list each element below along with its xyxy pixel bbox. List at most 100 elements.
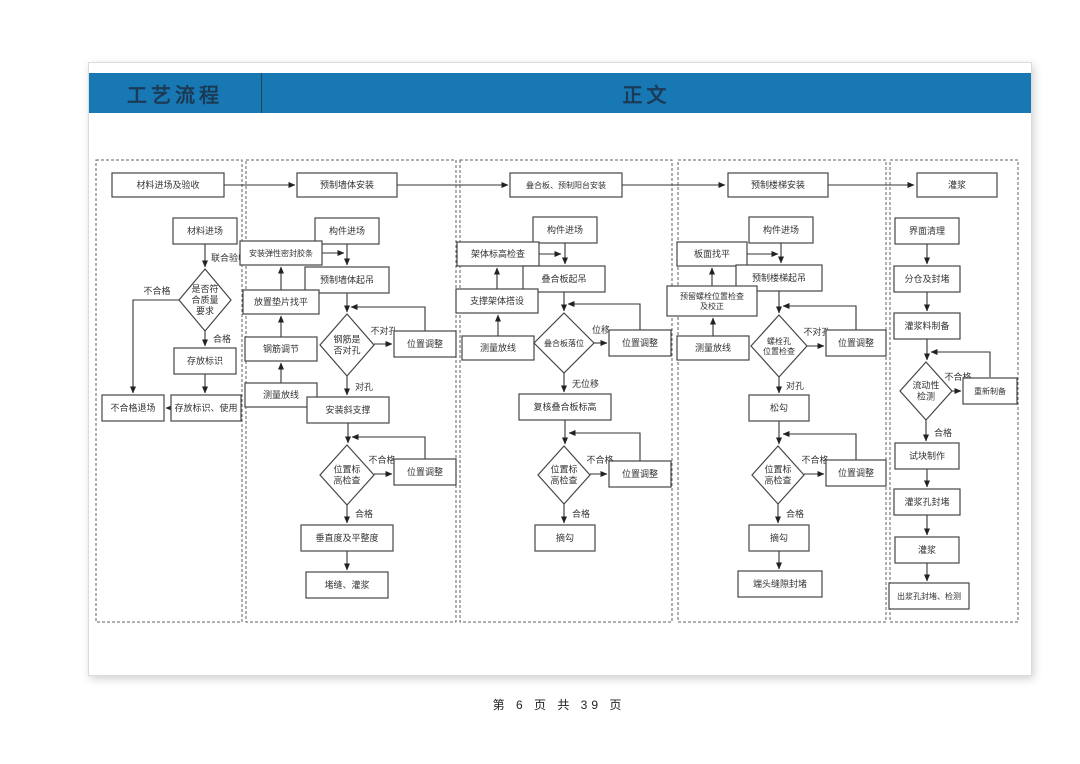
flow-node-label-c2-pos-adjust-1: 位置调整	[407, 338, 443, 349]
document-page: 工艺流程 正文	[88, 62, 1032, 676]
flow-node-c2-component-entry	[314, 217, 380, 245]
flow-node-c4-component-entry	[748, 216, 814, 244]
flow-node-label-c4-stair-lift: 预制楼梯起吊	[752, 272, 806, 283]
flow-node-label-c2-wall-lift: 预制墙体起吊	[320, 274, 374, 285]
flow-node-c3-slab-position	[533, 312, 595, 374]
flow-node-c2-verticality	[300, 524, 394, 552]
flow-node-label-c3-recheck-elev: 复核叠合板标高	[533, 401, 596, 412]
flow-node-c1-storage-mark	[173, 347, 237, 375]
flow-node-c5-test-block	[894, 442, 960, 470]
flow-node-label-c1-storage-mark: 存放标识	[187, 355, 223, 366]
flow-edge-18	[351, 434, 426, 459]
flow-node-label-c3-support-frame: 支撑架体搭设	[470, 295, 524, 306]
flow-node-label-c1-quality-check: 是否符合质量要求	[191, 283, 218, 316]
flow-node-label-c4-surface-level: 板面找平	[694, 248, 730, 259]
flow-node-c1-material-entry	[172, 217, 238, 245]
flow-node-c5-title	[916, 172, 998, 198]
flow-node-label-c2-seal-strip: 安装弹性密封胶条	[249, 248, 313, 258]
flow-node-label-c3-elevation-check: 位置标高检查	[550, 464, 577, 486]
flow-node-c3-title	[509, 172, 623, 198]
flow-node-label-c2-rebar-hole-check: 钢筋是否对孔	[333, 334, 360, 356]
flow-node-c4-loosen-hook	[748, 394, 810, 422]
flow-node-label-c5-grouting: 灌浆	[918, 544, 936, 555]
flow-node-c5-grouting	[894, 536, 960, 564]
header-right-label: 正文	[622, 84, 671, 107]
flow-node-label-c3-unhook: 摘勾	[556, 532, 574, 543]
flow-node-label-c2-rebar-adjust: 钢筋调节	[263, 343, 299, 354]
flow-node-c3-component-entry	[532, 216, 598, 244]
flow-node-c4-bolt-hole-check	[750, 314, 808, 378]
flow-node-c2-rebar-adjust	[244, 336, 318, 362]
flow-node-label-c4-unhook: 摘勾	[770, 532, 788, 543]
flow-node-label-c5-grout-hole-seal: 灌浆孔封堵	[904, 496, 949, 507]
flow-edge-label-53: 不合格	[944, 371, 971, 382]
header-bar: 工艺流程 正文	[89, 73, 1031, 113]
flow-node-c4-surface-level	[676, 241, 748, 267]
flow-node-c2-shim-level	[242, 289, 320, 315]
flow-node-label-c2-caulk-grout: 堵缝、灌浆	[324, 579, 369, 590]
flow-node-c4-title	[727, 172, 829, 198]
flow-node-c5-reprepare	[962, 377, 1018, 405]
flow-node-label-c4-loosen-hook: 松勾	[770, 402, 788, 413]
flow-node-c2-diagonal-brace	[306, 396, 390, 424]
flow-node-c5-outlet-seal-inspect	[888, 582, 970, 610]
flow-edge-label-16: 对孔	[355, 381, 373, 392]
flow-edge-52	[930, 349, 991, 377]
flow-node-label-c1-material-entry: 材料进场	[187, 225, 223, 236]
flow-edge-label-15: 不对孔	[370, 325, 397, 336]
flow-node-label-c3-frame-elev-check: 架体标高检查	[471, 248, 525, 259]
flow-node-c4-unhook	[748, 524, 810, 552]
flow-node-c5-fluidity-test	[899, 361, 953, 421]
flow-edge-32	[568, 430, 641, 461]
flow-node-c2-rebar-hole-check	[319, 313, 375, 377]
flow-edge-label-20: 合格	[355, 508, 373, 519]
flow-edge-label-43: 对孔	[786, 380, 804, 391]
flow-node-c4-survey	[676, 335, 750, 361]
flow-node-label-c2-pos-adjust-2: 位置调整	[407, 466, 443, 477]
flow-node-c1-title	[111, 172, 225, 198]
page-number-text: 第 6 页 共 39 页	[492, 698, 626, 712]
flow-edge-label-5: 不合格	[143, 285, 170, 296]
flow-node-c2-survey	[244, 382, 318, 408]
flow-node-label-c2-component-entry: 构件进场	[329, 225, 365, 236]
flow-node-label-c1-storage-use: 存放标识、使用	[174, 402, 237, 413]
header-left-label: 工艺流程	[127, 84, 223, 107]
flow-node-c2-wall-lift	[304, 266, 390, 294]
flow-node-c5-compartment-seal	[893, 265, 961, 293]
flow-node-c3-pos-adjust-2	[608, 460, 672, 488]
flow-edge-label-30: 无位移	[572, 378, 599, 389]
flow-node-c3-pos-adjust-1	[608, 329, 672, 357]
flow-edge-41	[782, 303, 857, 330]
flow-node-label-c1-title: 材料进场及验收	[136, 179, 199, 190]
flow-edge-label-47: 合格	[786, 508, 804, 519]
flow-node-label-c5-fluidity-test: 流动性检测	[912, 380, 939, 402]
flow-node-c4-pos-adjust-2	[825, 459, 887, 487]
flow-node-label-c4-bolt-check-correct: 预留螺栓位置检查及校正	[680, 291, 744, 311]
flow-node-c2-title	[296, 172, 398, 198]
flow-node-label-c3-pos-adjust-1: 位置调整	[622, 337, 658, 348]
flow-node-label-c3-title: 叠合板、预制阳台安装	[526, 180, 606, 190]
flow-node-label-c3-component-entry: 构件进场	[547, 224, 583, 235]
flow-node-label-c3-pos-adjust-2: 位置调整	[622, 468, 658, 479]
flow-node-label-c5-interface-clean: 界面清理	[909, 225, 945, 236]
flow-node-c1-storage-use	[170, 394, 242, 422]
flow-panel-1	[95, 159, 243, 623]
flow-node-c4-end-gap-seal	[737, 570, 823, 598]
flow-node-label-c4-pos-adjust-2: 位置调整	[838, 467, 874, 478]
flow-node-label-c2-title: 预制墙体安装	[320, 179, 374, 190]
page-footer: 第 6 页 共 39 页	[88, 696, 1030, 713]
flow-node-label-c4-pos-adjust-1: 位置调整	[838, 337, 874, 348]
flow-edge-label-34: 合格	[572, 508, 590, 519]
flow-node-c2-seal-strip	[239, 240, 323, 266]
flow-node-c3-support-frame	[455, 288, 539, 314]
flow-node-label-c1-reject-exit: 不合格退场	[110, 402, 155, 413]
flow-node-c3-elevation-check	[537, 445, 591, 505]
flow-edge-28	[567, 301, 641, 330]
flow-edge-45	[782, 431, 857, 460]
flow-node-label-c5-grout-prep: 灌浆料制备	[904, 320, 949, 331]
flow-panel-3	[459, 159, 673, 623]
flow-node-c2-caulk-grout	[305, 571, 389, 599]
flow-node-label-c5-compartment-seal: 分仓及封堵	[904, 273, 949, 284]
flow-edge-label-2: 联合验收	[211, 252, 247, 263]
